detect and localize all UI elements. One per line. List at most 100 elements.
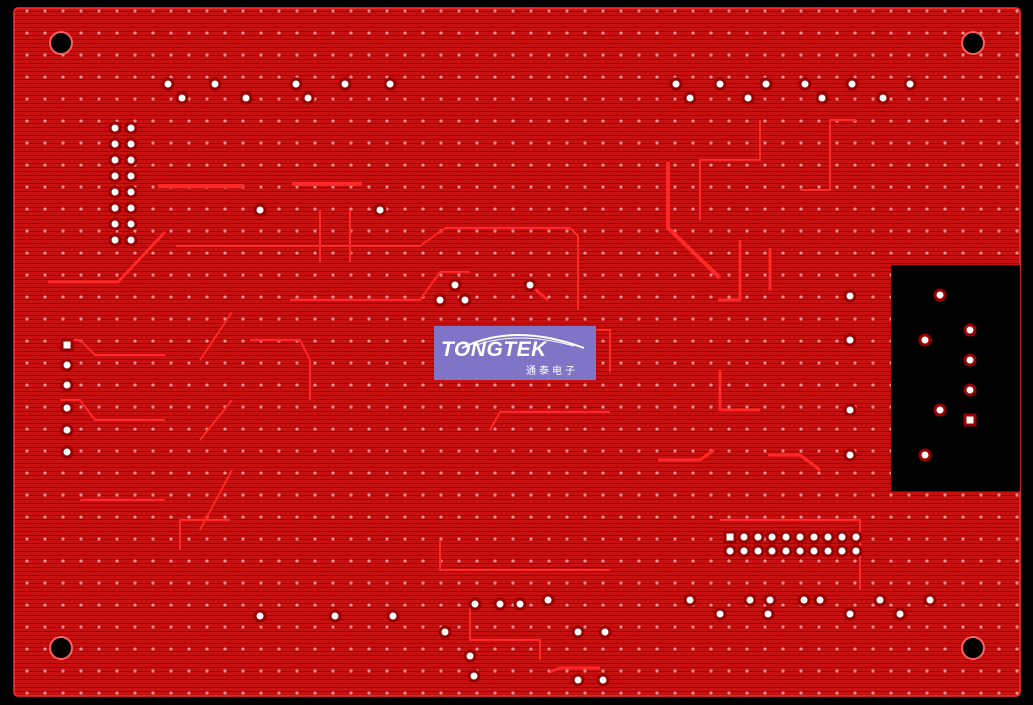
bottom-pad: [598, 625, 612, 639]
bottom-pad: [843, 607, 857, 621]
top-pad: [876, 91, 890, 105]
via-pad: [448, 278, 462, 292]
bottom-edge-pad: [596, 673, 610, 687]
bottom-pad: [541, 593, 555, 607]
mounting-hole-top-left: [49, 31, 73, 55]
tongtek-logo: TONGTEK 通泰电子: [434, 326, 596, 380]
bottom-edge-pad: [571, 673, 585, 687]
db-connector-pad: [963, 353, 977, 367]
header-pin: [124, 201, 138, 215]
header-pin: [108, 169, 122, 183]
top-pad: [713, 77, 727, 91]
trace-right-mid: [718, 370, 760, 412]
connector-pad: [60, 423, 74, 437]
header-pin: [765, 530, 779, 544]
trace-logo-edge: [594, 329, 611, 372]
bottom-pad: [743, 593, 757, 607]
header-pin: [108, 137, 122, 151]
bottom-pad: [893, 607, 907, 621]
bottom-pad: [571, 625, 585, 639]
via-pad: [433, 293, 447, 307]
header-pin: [793, 530, 807, 544]
db-connector-pad: [963, 383, 977, 397]
header-pin: [124, 169, 138, 183]
bottom-pad: [438, 625, 452, 639]
top-pad: [383, 77, 397, 91]
trace-lower-route-2: [469, 600, 541, 660]
trace-bottom: [549, 666, 600, 674]
top-pad: [798, 77, 812, 91]
trace-top-right-2: [800, 119, 856, 191]
header-pin: [807, 544, 821, 558]
bottom-pad: [713, 607, 727, 621]
bottom-pad: [683, 593, 697, 607]
bottom-pad: [813, 593, 827, 607]
header-pin: [124, 153, 138, 167]
trace-left-diag: [48, 230, 167, 284]
top-pad: [683, 91, 697, 105]
mounting-hole-top-right: [961, 31, 985, 55]
header-pin: [807, 530, 821, 544]
top-pad: [175, 91, 189, 105]
trace-top-right: [699, 120, 761, 220]
connector-pad: [60, 401, 74, 415]
header-pin: [108, 185, 122, 199]
via-pad: [373, 203, 387, 217]
trace-mid-left-2: [199, 399, 233, 441]
trace-inner: [250, 339, 311, 400]
db-connector-pad: [963, 323, 977, 337]
header-pin: [124, 137, 138, 151]
header-pin: [124, 217, 138, 231]
header-pin: [751, 544, 765, 558]
logo-chinese-text: 通泰电子: [526, 366, 578, 377]
connector-pad: [60, 358, 74, 372]
header-pin: [751, 530, 765, 544]
trace-right-mid-3: [768, 453, 821, 472]
top-pad: [338, 77, 352, 91]
bottom-pad: [253, 609, 267, 623]
connector-pad: [60, 378, 74, 392]
top-pad: [669, 77, 683, 91]
top-pad: [161, 77, 175, 91]
mounting-hole-bottom-left: [49, 636, 73, 660]
top-pad: [759, 77, 773, 91]
top-pad: [208, 77, 222, 91]
header-pin: [108, 233, 122, 247]
via-pad: [253, 203, 267, 217]
pads-layer: [49, 31, 985, 687]
bottom-edge-pad: [467, 669, 481, 683]
top-pad: [741, 91, 755, 105]
trace-left-conn-2: [60, 399, 165, 421]
trace-lower-left: [179, 519, 230, 550]
connector-pad: [60, 338, 74, 352]
bottom-pad: [493, 597, 507, 611]
via-pad: [763, 593, 777, 607]
header-pin: [849, 544, 863, 558]
trace-lower-route: [439, 540, 610, 571]
header-pin: [737, 530, 751, 544]
top-pad: [289, 77, 303, 91]
db-connector-pad: [918, 448, 932, 462]
trace-header-route: [720, 519, 861, 590]
bottom-pad: [761, 607, 775, 621]
bottom-pad: [797, 593, 811, 607]
header-pin: [108, 121, 122, 135]
header-pin: [108, 201, 122, 215]
via-pad: [523, 278, 537, 292]
via-pad: [843, 289, 857, 303]
via-pad: [843, 403, 857, 417]
header-pin: [124, 185, 138, 199]
header-pin: [737, 544, 751, 558]
mounting-hole-bottom-right: [961, 636, 985, 660]
via-pad: [458, 293, 472, 307]
traces-layer: [48, 119, 861, 674]
db-connector-pad: [963, 413, 977, 427]
via-pad: [843, 448, 857, 462]
top-pad: [301, 91, 315, 105]
header-pin: [793, 544, 807, 558]
header-pin: [779, 544, 793, 558]
top-pad: [845, 77, 859, 91]
bottom-pad: [873, 593, 887, 607]
header-pin: [835, 530, 849, 544]
header-pin: [835, 544, 849, 558]
